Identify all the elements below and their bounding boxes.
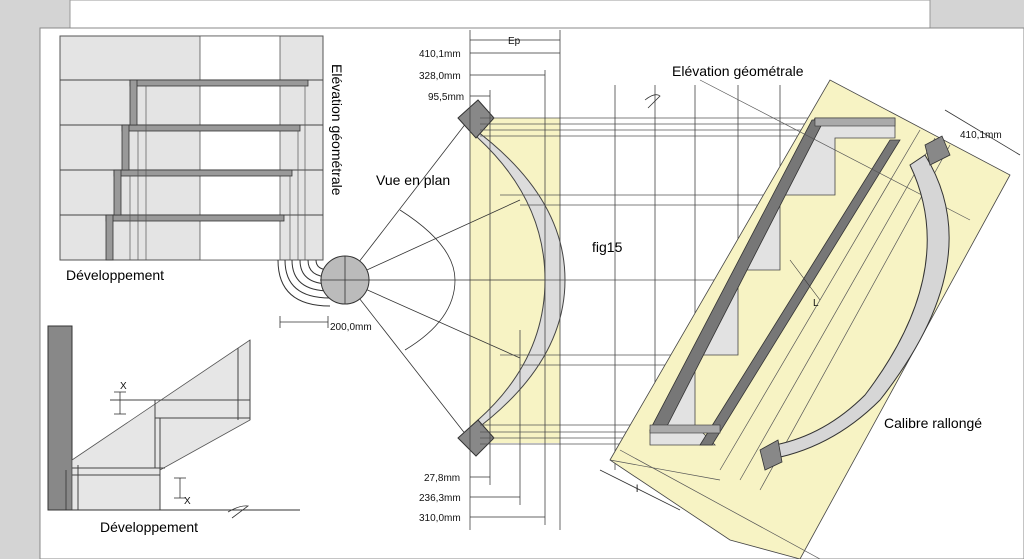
developpement-top-view: [59, 35, 331, 307]
dimension-lines-top: [470, 39, 560, 97]
label-elevation-top: Elévation géométrale: [672, 63, 804, 79]
dim-200: 200,0mm: [330, 322, 372, 333]
dim-236: 236,3mm: [419, 493, 461, 504]
dim-x-top: X: [120, 381, 127, 392]
dim-l-big: L: [813, 298, 819, 309]
label-developpement-bottom: Développement: [100, 519, 198, 535]
developpement-bottom-view: [47, 325, 300, 519]
dimension-lines-bottom: [470, 476, 545, 518]
dimension-200: [279, 316, 329, 328]
dim-95: 95,5mm: [428, 92, 464, 103]
dim-310: 310,0mm: [419, 513, 461, 524]
dim-l-small: l: [636, 484, 638, 495]
label-fig15: fig15: [592, 239, 623, 255]
label-elevation-vertical: Elévation géométrale: [329, 64, 345, 196]
top-sheet: [69, 0, 931, 29]
dim-x-bottom: X: [184, 496, 191, 507]
plan-view: [320, 30, 900, 530]
dim-410-right: 410,1mm: [960, 130, 1002, 141]
elevation-view: [599, 79, 1021, 559]
label-vue-en-plan: Vue en plan: [376, 172, 450, 188]
dim-27: 27,8mm: [424, 473, 460, 484]
dim-328: 328,0mm: [419, 71, 461, 82]
label-developpement-top: Développement: [66, 267, 164, 283]
label-calibre: Calibre rallongé: [884, 415, 982, 431]
dim-410: 410,1mm: [419, 49, 461, 60]
break-mark: [644, 94, 661, 109]
dim-ep: Ep: [508, 36, 521, 47]
